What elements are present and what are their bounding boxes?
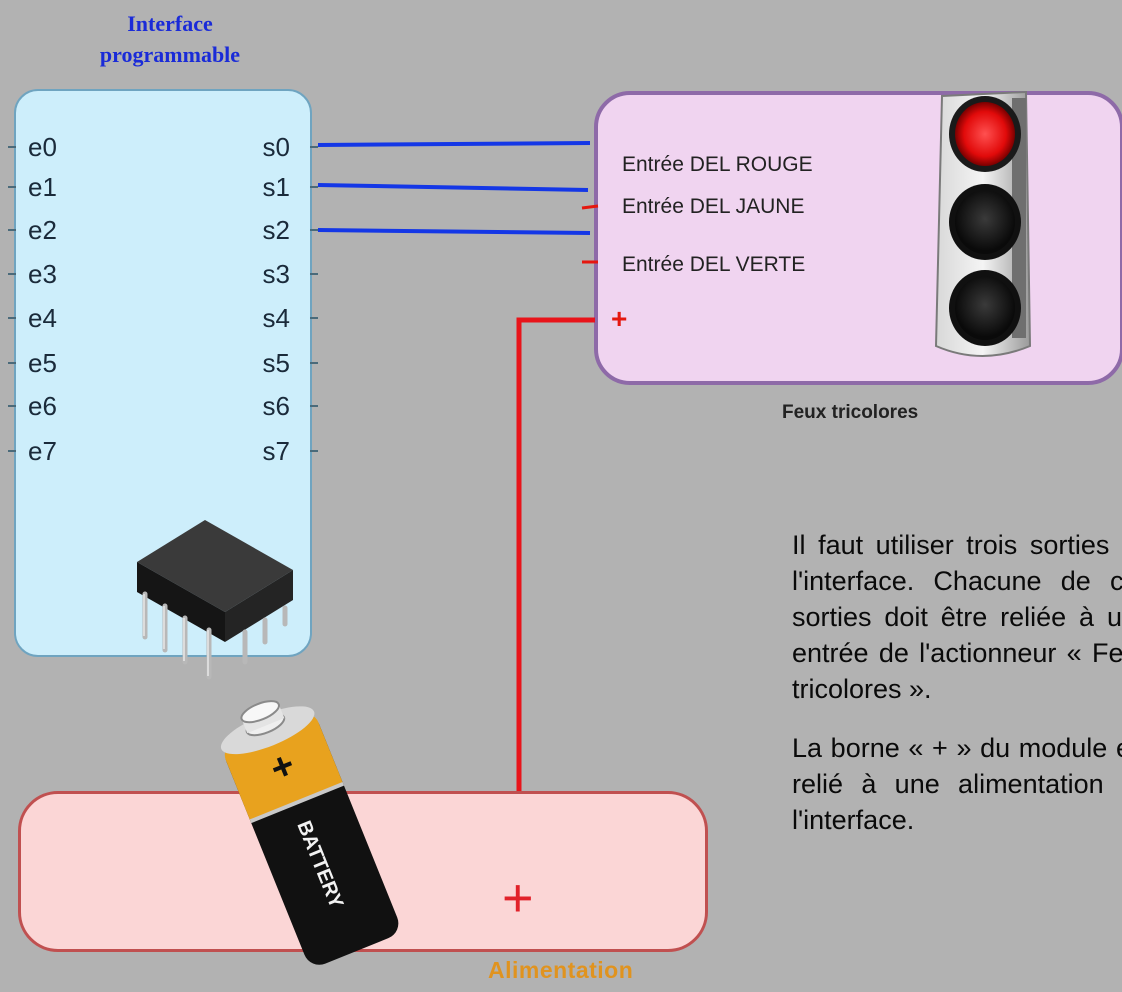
- pin-e0: e0: [28, 132, 57, 162]
- pin-e4: e4: [28, 303, 57, 333]
- interface-title-line1: Interface: [127, 11, 213, 36]
- wire-s1: [317, 183, 589, 192]
- wire-s0: [317, 141, 591, 147]
- pin-s5: s5: [262, 348, 290, 378]
- wire-s2: [317, 228, 591, 235]
- label-del-verte: Entrée DEL VERTE: [622, 253, 806, 276]
- pin-s2: s2: [262, 215, 290, 245]
- feux-tricolores-box: [594, 91, 1122, 385]
- wire-power: [516, 317, 595, 848]
- chip-icon: [137, 520, 293, 680]
- pin-s4: s4: [262, 303, 290, 333]
- feux-plus-terminal: +: [611, 303, 628, 334]
- traffic-light-icon: [934, 90, 1032, 357]
- pin-s3: s3: [262, 259, 290, 289]
- pin-e2: e2: [28, 215, 57, 245]
- label-del-jaune: Entrée DEL JAUNE: [622, 195, 805, 218]
- pin-s6: s6: [262, 391, 290, 421]
- label-del-rouge: Entrée DEL ROUGE: [622, 153, 813, 176]
- interface-title: Interface programmable: [45, 8, 295, 70]
- interface-title-line2: programmable: [99, 42, 241, 67]
- pin-e3: e3: [28, 259, 57, 289]
- battery-icon: + BATTERY: [220, 700, 399, 965]
- pin-s7: s7: [262, 436, 290, 466]
- alimentation-caption: Alimentation: [488, 957, 634, 983]
- pin-e1: e1: [28, 172, 57, 202]
- alimentation-plus-terminal: +: [502, 868, 534, 928]
- paragraph-sorties: Il faut utiliser trois sorties de l'inte…: [792, 530, 1122, 704]
- pin-s0: s0: [262, 132, 290, 162]
- pin-e5: e5: [28, 348, 57, 378]
- pin-e7: e7: [28, 436, 57, 466]
- feux-caption: Feux tricolores: [782, 402, 919, 423]
- pin-s1: s1: [262, 172, 290, 202]
- pin-e6: e6: [28, 391, 57, 421]
- paragraph-borne-plus: La borne « + » du module est relié à une…: [792, 733, 1122, 835]
